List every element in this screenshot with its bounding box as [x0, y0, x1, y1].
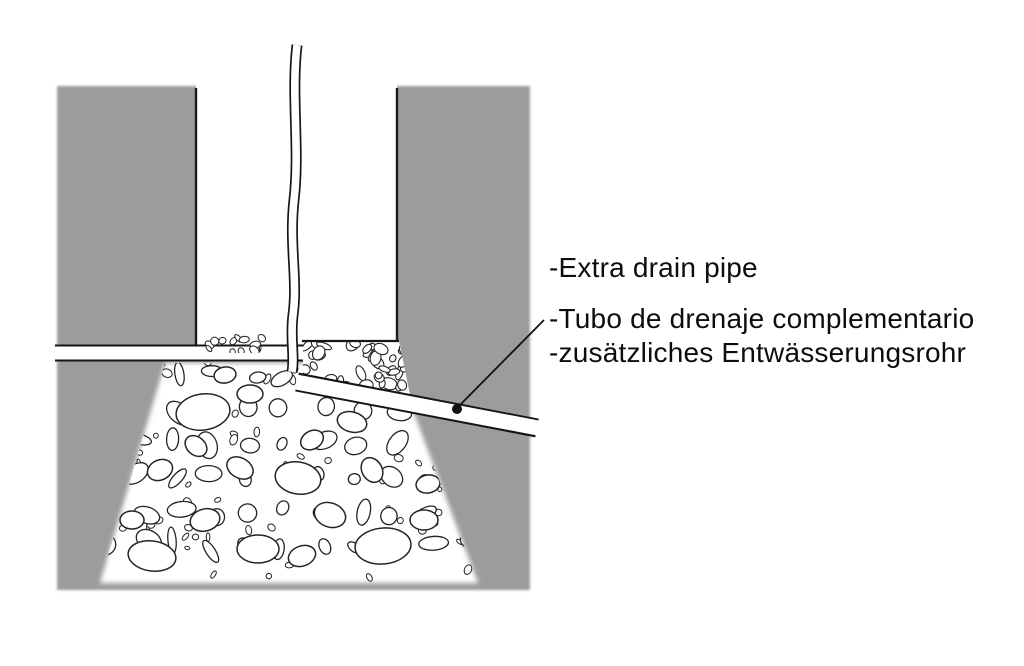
- callout-dot: [452, 404, 462, 414]
- gravel-strip: [204, 334, 266, 353]
- gravel-patch: [302, 339, 411, 400]
- callout: [452, 319, 545, 414]
- extra-drain-pipe: [294, 372, 540, 438]
- vertical-drain-tube: [286, 44, 303, 374]
- callout-leader-line: [456, 319, 545, 409]
